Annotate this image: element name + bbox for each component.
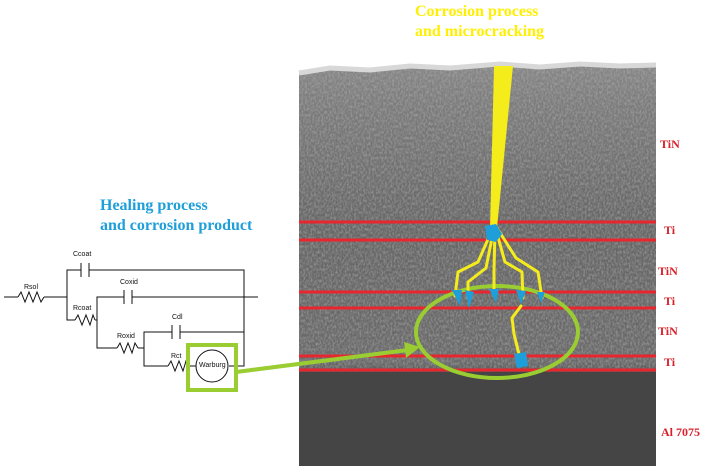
crack-network	[453, 66, 544, 360]
wire	[96, 297, 245, 349]
sem-micrograph	[298, 52, 657, 466]
warburg-highlight-box	[186, 343, 238, 392]
wire	[4, 269, 258, 298]
ccoat-capacitor	[80, 263, 90, 277]
rcoat-resistor	[74, 313, 96, 327]
coxid-capacitor	[123, 290, 133, 304]
layer-label-tin-top: TiN	[660, 137, 680, 151]
crack-branches	[453, 226, 544, 360]
rsol-resistor	[17, 290, 45, 304]
corrosion-title-line1: Corrosion process	[415, 3, 539, 20]
cdl-capacitor	[171, 325, 181, 339]
sem-texture	[299, 60, 656, 370]
corrosion-product	[452, 224, 545, 368]
roxid-resistor	[116, 341, 139, 355]
layer-label-tin-bottom: TiN	[658, 324, 678, 338]
substrate-zone	[299, 372, 656, 466]
healing-arrow	[235, 342, 420, 374]
healing-title-line1: Healing process	[100, 197, 208, 214]
warburg-element	[195, 349, 229, 383]
label-rct: Rct	[171, 353, 182, 360]
wire	[66, 296, 244, 321]
surface-bright-edge	[298, 61, 657, 76]
equivalent-circuit	[4, 263, 258, 392]
arrow-shaft	[235, 348, 409, 374]
layer-label-tin-middle: TiN	[658, 264, 678, 278]
coating-surface	[299, 52, 656, 72]
damage-zone-ellipse	[414, 284, 580, 380]
label-roxid: Roxid	[117, 333, 135, 340]
label-warburg: Warburg	[199, 362, 226, 369]
label-cdl: Cdl	[172, 314, 183, 321]
layer-label-ti-3: Ti	[664, 355, 676, 369]
arrow-head	[404, 342, 420, 358]
corrosion-title-line2: and microcracking	[415, 23, 545, 40]
interface-lines	[299, 220, 656, 372]
healing-title-line2: and corrosion product	[100, 217, 253, 234]
label-ccoat: Ccoat	[73, 251, 92, 258]
label-rsol: Rsol	[24, 284, 39, 291]
wire	[143, 332, 245, 367]
label-coxid: Coxid	[120, 279, 138, 286]
layer-label-ti-1: Ti	[664, 223, 676, 237]
rct-resistor	[167, 359, 190, 373]
layer-label-ti-2: Ti	[664, 294, 676, 308]
main-crack	[490, 66, 513, 228]
label-rcoat: Rcoat	[73, 305, 92, 312]
layer-label-substrate: Al 7075	[661, 425, 700, 439]
